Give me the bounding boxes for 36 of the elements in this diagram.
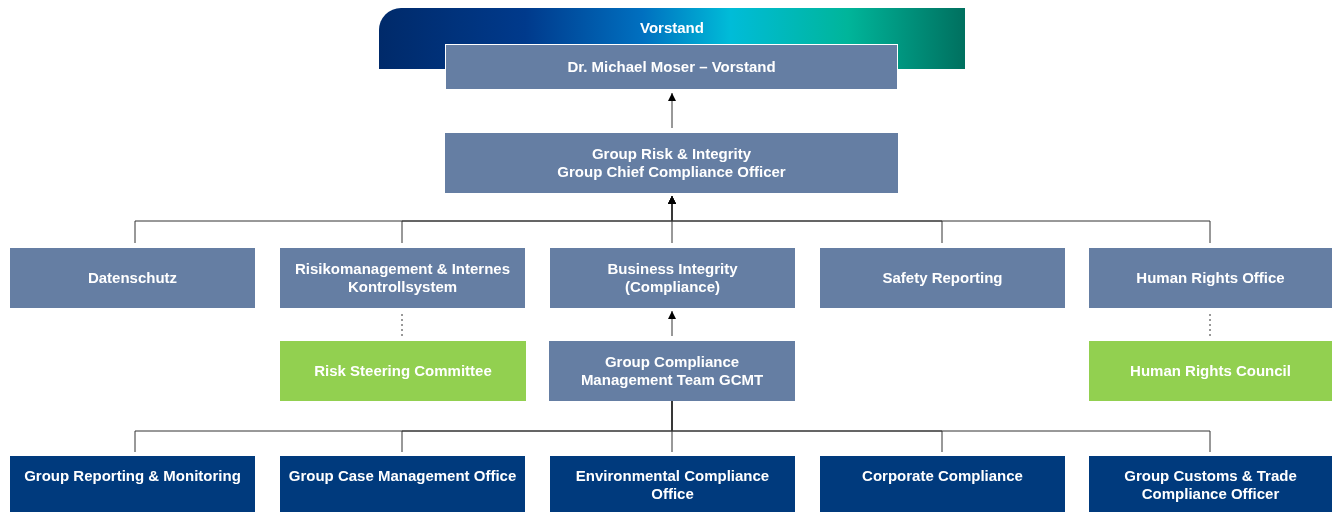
box-label: Group Compliance Management Team GCMT	[579, 353, 765, 389]
box-label: Environmental Compliance Office	[574, 467, 771, 503]
org-box	[445, 44, 898, 90]
box-label: Human Rights Council	[1130, 362, 1291, 380]
box-label: Safety Reporting	[882, 269, 1003, 287]
org-box	[445, 133, 898, 193]
org-box	[280, 248, 525, 308]
org-box	[550, 248, 795, 308]
box-label: Human Rights Office	[1136, 269, 1285, 287]
department-box	[550, 456, 795, 512]
box-label: Risikomanagement & Internes Kontrollsystem	[293, 260, 512, 296]
box-label: Group Reporting & Monitoring	[24, 467, 241, 485]
box-label: Group Chief Compliance Officer	[557, 163, 786, 181]
arrow	[668, 92, 676, 129]
committee-box	[280, 341, 526, 401]
committee-box	[1089, 341, 1332, 401]
box-label: Business Integrity (Compliance)	[606, 260, 739, 296]
arrow	[668, 310, 676, 337]
box-label: Dr. Michael Moser – Vorstand	[567, 58, 776, 76]
box-label: Corporate Compliance	[862, 467, 1023, 485]
box-label: Datenschutz	[87, 269, 178, 287]
department-box	[280, 456, 525, 512]
box-label: Group Customs & Trade Compliance Officer	[1123, 467, 1298, 503]
org-box	[820, 248, 1065, 308]
box-label: Group Risk & Integrity	[591, 145, 752, 163]
department-box	[1089, 456, 1332, 512]
box-label: Vorstand	[640, 19, 704, 37]
arrow	[668, 195, 1211, 244]
department-box	[820, 456, 1065, 512]
org-box	[10, 248, 255, 308]
org-box	[549, 341, 795, 401]
connector-line	[671, 400, 1211, 453]
org-box	[1089, 248, 1332, 308]
box-label: Group Case Management Office	[288, 467, 517, 485]
department-box	[10, 456, 255, 512]
box-label: Risk Steering Committee	[314, 362, 492, 380]
